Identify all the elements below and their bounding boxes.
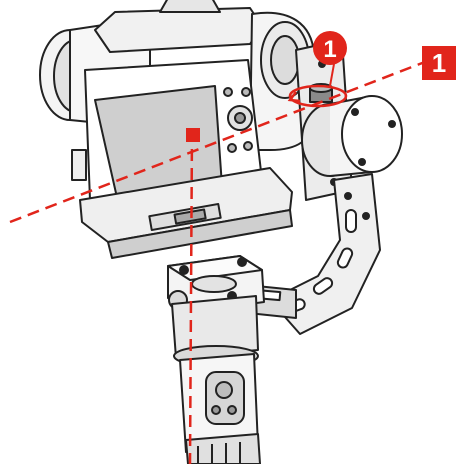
callout-circle-label: 1 (323, 36, 336, 63)
gimbal-stabilizer-icon (167, 255, 265, 464)
camera-icon (39, 0, 315, 211)
alignment-guides (9, 58, 431, 464)
callout-box: 1 (422, 46, 456, 80)
quick-release-plate (79, 167, 293, 259)
callout-box-label: 1 (432, 48, 446, 78)
center-marker (186, 128, 200, 142)
tilt-motor (295, 39, 403, 201)
callout-circle: 1 (313, 31, 347, 65)
rotation-indicator (288, 84, 348, 108)
